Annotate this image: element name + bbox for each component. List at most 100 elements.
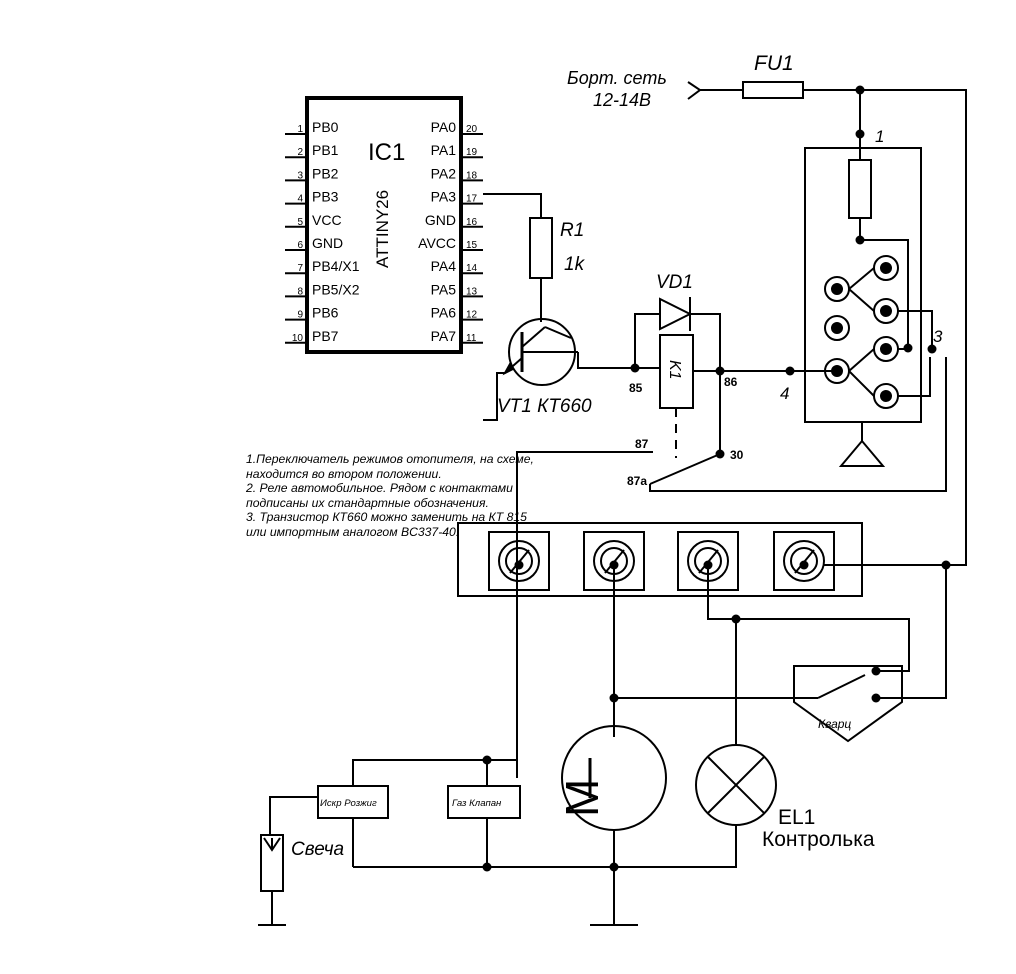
ic1-ref: IC1: [368, 139, 405, 166]
ic-pin-name: PB2: [312, 165, 339, 181]
ic-pin-number: 5: [297, 217, 303, 228]
el1-name: Контролька: [762, 828, 875, 851]
supply-terminal: [687, 81, 702, 100]
wire-pa3-to-r1: [483, 193, 542, 218]
ic-pin-name: PA1: [431, 142, 457, 158]
ic-pin-name: PA7: [431, 328, 457, 344]
note-line: 3. Транзистор КТ660 можно заменить на КТ…: [246, 510, 527, 525]
r1-ref: R1: [560, 220, 584, 241]
wire-bus-thermo: [876, 565, 947, 699]
ic-pin-number: 8: [297, 286, 303, 297]
ic-pin-number: 1: [297, 124, 303, 135]
fu1-fuse: [742, 81, 804, 99]
gas-valve: [447, 785, 521, 819]
vd1-diode: [659, 297, 693, 331]
terminal-block: [457, 522, 863, 597]
ic-pin-number: 4: [297, 194, 303, 205]
ic1-body: [305, 96, 463, 354]
ic-pin-name: PB5/X2: [312, 281, 360, 297]
ic-pin-name: PB7: [312, 328, 339, 344]
ic-pin-name: PA3: [431, 189, 457, 205]
fu1-label: FU1: [754, 52, 794, 75]
ic-pin-number: 12: [466, 310, 478, 321]
ic-pin-number: 10: [292, 333, 304, 344]
vd1-label: VD1: [656, 272, 693, 293]
wire-fu1-bus: [803, 89, 967, 566]
wire-collector-85: [577, 352, 635, 369]
wire-ignition-plug: [269, 796, 318, 835]
ic-pin-name: AVCC: [418, 235, 456, 251]
supply-label-2: 12-14В: [593, 90, 651, 110]
plug-arrow: [263, 837, 281, 852]
note-line: подписаны их стандартные обозначения.: [246, 495, 489, 510]
wire-modules-gnd: [352, 818, 488, 867]
motor-label: M: [556, 779, 608, 817]
labels: IC1 ATTINY26 R1 1k VD1 K1 VT1 КТ660 85 8…: [291, 52, 943, 860]
pin-86: 86: [724, 375, 738, 389]
ic1-part: ATTINY26: [373, 190, 392, 268]
ic-pin-name: PA4: [431, 258, 457, 274]
ic-pin-number: 9: [297, 310, 303, 321]
terminal-cells: [488, 531, 835, 591]
wire-term3-split: [707, 561, 910, 672]
vt1-label: VT1 КТ660: [497, 396, 592, 417]
plug-ground: [258, 891, 286, 926]
thermo-label: Кварц: [818, 717, 851, 731]
ic-pin-number: 3: [297, 170, 303, 181]
note-line: 1.Переключатель режимов отопителя, на сх…: [246, 452, 534, 466]
r1-value: 1k: [564, 254, 586, 275]
note-line: или импортным аналогом BC337-40.: [246, 524, 460, 539]
supply-label-1: Борт. сеть: [567, 68, 667, 88]
plug-label: Свеча: [291, 839, 344, 860]
ic-pin-name: PB1: [312, 142, 339, 158]
ic-pin-name: PA5: [431, 281, 457, 297]
ic-pin-name: VCC: [312, 212, 342, 228]
wire-87: [516, 451, 653, 778]
wire-87-to-modules: [352, 759, 517, 786]
pin-30: 30: [730, 448, 744, 462]
vt1-transistor: [502, 318, 578, 386]
switch-ground: [838, 422, 886, 467]
ic-pin-number: 6: [297, 240, 303, 251]
ic-pin-name: PB0: [312, 119, 339, 135]
switch-links: [848, 267, 933, 397]
pin-87: 87: [635, 437, 649, 451]
ic-pin-number: 19: [466, 147, 478, 158]
thermo-switch-body: [793, 665, 903, 743]
note-line: 2. Реле автомобильное. Рядом с контактам…: [246, 481, 513, 496]
thermo-switch-blade: [817, 674, 866, 699]
wire-vd1-right: [690, 313, 721, 371]
switch-resistor: [848, 159, 872, 219]
wire-vd1-left: [634, 313, 660, 368]
ic-pin-number: 15: [466, 240, 478, 251]
ic-pin-name: PB4/X1: [312, 258, 360, 274]
ignition-label: Искр Розжиг: [320, 798, 377, 809]
ic-pin-name: PB6: [312, 305, 339, 321]
ic-pin-number: 18: [466, 170, 478, 181]
ic-pin-number: 14: [466, 263, 478, 274]
ic-pin-name: GND: [425, 212, 456, 228]
ic-pin-name: GND: [312, 235, 343, 251]
notes: 1.Переключатель режимов отопителя, на сх…: [246, 452, 534, 540]
node-1: 1: [875, 127, 884, 146]
ic-pin-number: 7: [297, 263, 303, 274]
pin-87a: 87a: [627, 474, 647, 488]
wire-lamp-gnd: [353, 825, 737, 868]
r1-resistor: [529, 217, 553, 279]
ic-pin-name: PA0: [431, 119, 457, 135]
k1-switch-blade: [649, 453, 721, 485]
ic-pin-name: PA2: [431, 165, 457, 181]
wire-emitter-gnd: [483, 372, 505, 421]
ic-pin-name: PB3: [312, 189, 339, 205]
pin-85: 85: [629, 381, 643, 395]
ic-pin-number: 17: [466, 194, 478, 205]
ic-pin-name: PA6: [431, 305, 457, 321]
node-4: 4: [780, 384, 789, 403]
k1-label: K1: [666, 360, 683, 380]
wire-87a: [649, 357, 947, 492]
ic-pin-number: 2: [297, 147, 303, 158]
ic-pin-number: 16: [466, 217, 478, 228]
el1-ref: EL1: [778, 806, 815, 829]
ic-pin-number: 13: [466, 286, 478, 297]
